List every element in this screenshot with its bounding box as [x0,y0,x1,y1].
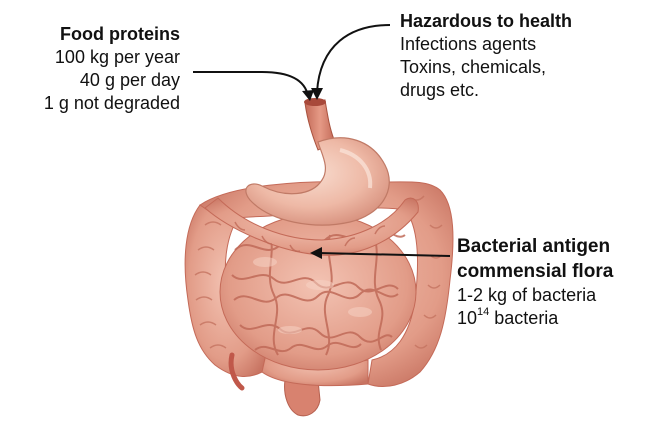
bacterial-label: Bacterial antigen commensial flora 1-2 k… [457,234,613,330]
hazardous-title: Hazardous to health [400,10,572,33]
bacterial-title-line1: Bacterial antigen [457,234,613,259]
food-proteins-line: 1 g not degraded [44,92,180,115]
bacterial-count-base: 10 [457,308,477,328]
food-proteins-title: Food proteins [44,23,180,46]
hazardous-line: drugs etc. [400,79,572,102]
hazardous-line: Toxins, chemicals, [400,56,572,79]
bacterial-count-exponent: 14 [477,306,489,318]
bacterial-count-line: 1014 bacteria [457,307,613,330]
arrow-hazardous [311,25,390,100]
bacterial-mass-line: 1-2 kg of bacteria [457,284,613,307]
food-proteins-label: Food proteins 100 kg per year 40 g per d… [44,23,180,115]
food-proteins-line: 100 kg per year [44,46,180,69]
bacterial-count-unit: bacteria [489,308,558,328]
arrow-food-proteins [193,72,314,101]
food-proteins-line: 40 g per day [44,69,180,92]
hazardous-label: Hazardous to health Infections agents To… [400,10,572,102]
hazardous-line: Infections agents [400,33,572,56]
bacterial-title-line2: commensial flora [457,259,613,284]
